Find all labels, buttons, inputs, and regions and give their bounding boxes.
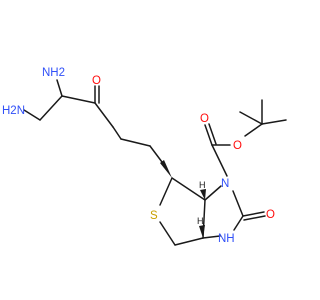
bond-c3-c4 (94, 102, 114, 128)
bond-c1-c2 (39, 95, 63, 121)
bond-ctert-me3 (261, 119, 287, 125)
bond-ring-nh-cc (202, 235, 221, 239)
molecule-diagram: NH2 H2N O S N NH O O O H H (2, 67, 287, 246)
atom-h-top: H (199, 180, 206, 190)
atom-n-carbamate: N (221, 178, 229, 190)
atom-o-ester: O (233, 140, 242, 152)
bond-ring-cd-ca (171, 177, 206, 201)
bond-urea-co-a (242, 211, 265, 217)
wedge-chain-to-ring (160, 160, 172, 178)
bond-c2-nh2 (56, 79, 63, 97)
wedge-h-top (200, 189, 206, 200)
bond-c2-c3 (61, 95, 96, 104)
atom-o-urea: O (266, 209, 275, 221)
bond-oester-ctert (244, 123, 263, 137)
bond-c1-nh2 (23, 109, 41, 121)
atom-s-ring: S (150, 210, 158, 222)
bond-ring-s-cb (159, 221, 176, 246)
bond-ccarb-o-a (204, 124, 213, 146)
bond-ctert-me2 (239, 111, 263, 125)
bond-c5-c6 (120, 138, 151, 147)
bond-ccarb-o-b (208, 123, 217, 145)
wedge-h-bottom (199, 225, 205, 238)
atom-labels: NH2 H2N O S N NH O O O H H (2, 67, 275, 245)
atom-nh-urea: NH (218, 233, 235, 245)
bond-ring-cb-cc (174, 237, 204, 246)
bond-ring-n-curea (232, 190, 244, 217)
bond-n-ccarb (211, 144, 228, 177)
bond-ring-ca-s (159, 177, 173, 206)
bond-urea-co-b (243, 215, 266, 221)
atom-h-bottom: H (197, 216, 204, 226)
bond-layer (23, 79, 287, 246)
atom-nh2-left: H2N (2, 105, 25, 117)
bond-ring-curea-nh (233, 215, 244, 231)
atom-o-ketone: O (92, 75, 101, 87)
bond-c6-c7 (149, 145, 163, 163)
atom-nh2-top: NH2 (42, 67, 65, 79)
atom-o-ester-carbonyl: O (200, 113, 209, 125)
bond-ring-cd-n (204, 185, 222, 201)
bond-c4-c5 (112, 126, 122, 140)
